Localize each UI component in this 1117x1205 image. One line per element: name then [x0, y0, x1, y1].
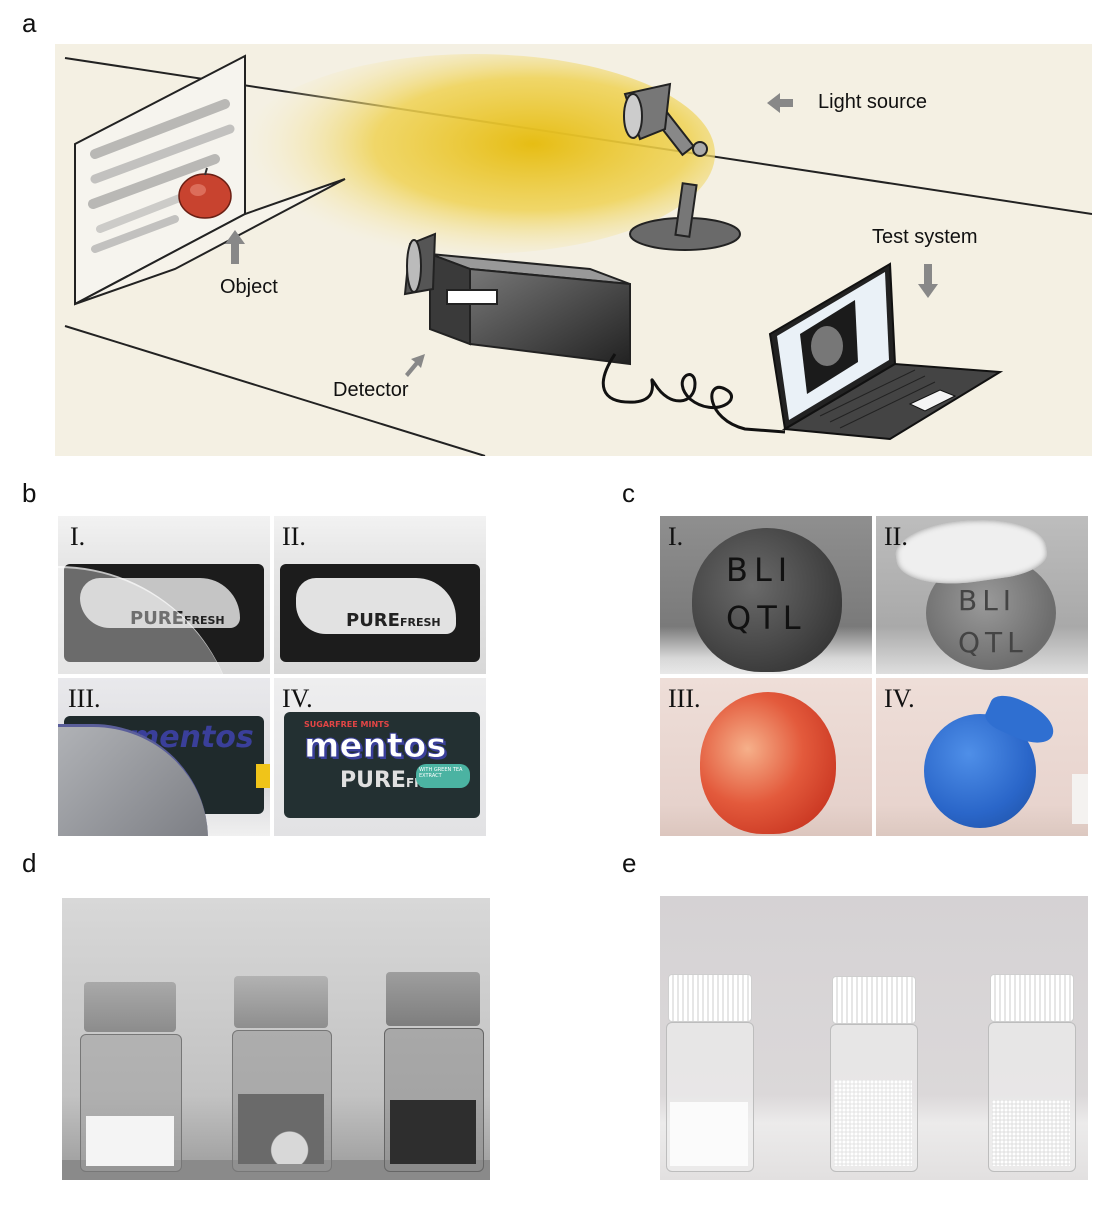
subpanel-label-b-1: I.	[70, 522, 86, 551]
subpanel-label-b-3: III.	[68, 684, 101, 713]
subpanel-label-c-1: I.	[668, 522, 684, 551]
vial-cap	[84, 982, 176, 1032]
light-source-label: Light source	[818, 91, 927, 113]
subpanel-label-c-3: III.	[668, 684, 701, 713]
test-system-arrow-icon	[918, 264, 938, 298]
panel-b-photo-1: PUREFRESH I.	[58, 516, 270, 674]
panel-letter-c: c	[622, 478, 635, 508]
vial-content-gray	[238, 1094, 324, 1164]
panel-b-photo-4: SUGARFREE MINTS mentos PUREFRESH WITH GR…	[274, 678, 486, 836]
detector-label: Detector	[333, 379, 409, 401]
laptop-drawing	[768, 262, 1004, 441]
yellow-object	[256, 764, 270, 788]
setup-illustration	[55, 44, 1093, 457]
detector-cable	[601, 353, 786, 434]
vial-cap	[832, 976, 916, 1024]
panel-b-photo-2: PUREFRESH II.	[274, 516, 486, 674]
panel-letter-d: d	[22, 848, 37, 878]
subpanel-label-c-2: II.	[884, 522, 908, 551]
panel-letter-e: e	[622, 848, 637, 878]
green-tea-badge: WITH GREEN TEA EXTRACT	[416, 764, 470, 788]
panel-d-photo	[62, 898, 490, 1180]
vial-cap	[386, 972, 480, 1026]
vial-2	[232, 976, 332, 1172]
vial-content-dark	[390, 1100, 476, 1164]
vial-3	[988, 974, 1076, 1172]
vial-content-granules	[834, 1080, 912, 1166]
panel-c-photo-4: IV.	[876, 678, 1088, 836]
detector-drawing	[403, 232, 631, 366]
vial-cap	[668, 974, 752, 1022]
apple-gray	[692, 528, 842, 672]
subpanel-label-b-2: II.	[282, 522, 306, 551]
vial-content-white	[670, 1102, 748, 1166]
panel-letter-b: b	[22, 478, 37, 508]
panel-letter-a: a	[22, 8, 37, 38]
lamp-drawing	[623, 82, 741, 251]
test-system-label: Test system	[872, 226, 978, 248]
light-source-arrow-icon	[767, 93, 793, 113]
panel-b-photo-3: mentos III.	[58, 678, 270, 836]
apple-drawing	[178, 167, 232, 219]
subpanel-label-c-4: IV.	[884, 684, 915, 713]
white-box	[1072, 774, 1088, 824]
apple-color	[700, 692, 836, 834]
object-label: Object	[220, 276, 278, 298]
mentos-logo: mentos	[304, 726, 448, 767]
vial-1	[80, 982, 182, 1172]
subpanel-label-b-4: IV.	[282, 684, 313, 713]
vial-1	[666, 974, 754, 1172]
vial-content-granules	[992, 1100, 1070, 1166]
object-arrow-icon	[225, 230, 245, 264]
panel-e-photo	[660, 896, 1088, 1180]
vial-3	[384, 972, 484, 1172]
vial-content-white	[86, 1116, 174, 1166]
panel-a-illustration: Light source Test system Object Detector	[55, 44, 1093, 457]
pure-fresh-text: PUREFRESH	[346, 610, 441, 631]
vial-cap	[234, 976, 328, 1028]
base-platform	[74, 178, 346, 305]
floor-edge-line	[64, 325, 486, 457]
vial-cap	[990, 974, 1074, 1022]
detector-arrow-icon	[405, 354, 425, 377]
vial-2	[830, 976, 918, 1172]
panel-c-photo-3: III.	[660, 678, 872, 836]
sugarfree-text: SUGARFREE MINTS	[304, 720, 390, 729]
mint-label-gray	[296, 578, 456, 634]
light-beam	[235, 54, 715, 254]
